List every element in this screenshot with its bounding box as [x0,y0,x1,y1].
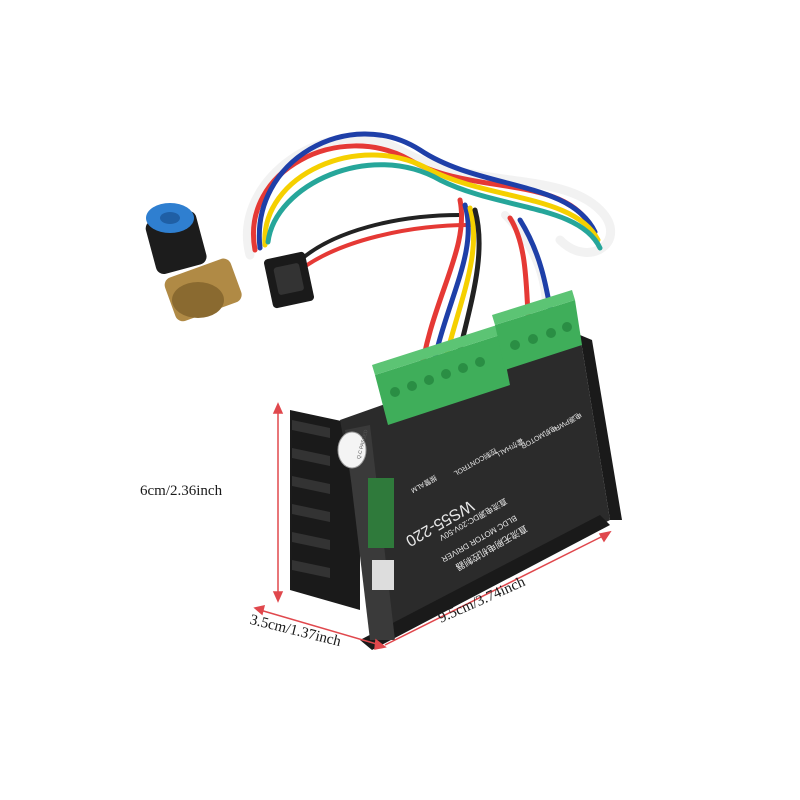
rocker-switch [264,251,314,309]
height-dimension-label: 6cm/2.36inch [140,483,223,499]
terminal-block-control [372,325,510,425]
qc-sticker [337,431,367,469]
terminal-block-hall-motor [492,290,582,370]
potentiometer-knob [145,203,242,322]
dimension-lines [253,402,612,650]
